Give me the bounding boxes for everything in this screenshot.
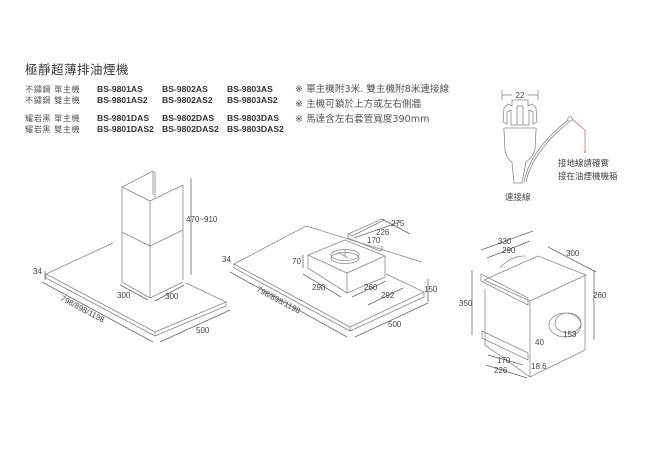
- dim-line: [41, 281, 154, 343]
- dim-thickness: 34: [222, 255, 231, 264]
- model-code: BS-9801DAS2: [97, 124, 154, 134]
- model-code: BS-9803AS2: [227, 95, 278, 105]
- model-row-label: 不鏽鋼 雙主機: [25, 95, 81, 105]
- outlet-vane: [337, 251, 349, 259]
- dim-line: [547, 246, 597, 273]
- dim-line: [381, 218, 411, 235]
- chimney-joint: [121, 229, 184, 247]
- box-front: [484, 289, 531, 378]
- model-code: BS-9801AS: [97, 84, 143, 94]
- dim-line: [154, 284, 185, 302]
- dim-flange: 18.6: [531, 362, 547, 371]
- model-row-label: 耀岩黑 雙主機: [25, 124, 81, 134]
- dim-line: [354, 302, 429, 338]
- model-row-label: 不鏽鋼 單主機: [25, 84, 81, 94]
- ground-ring: [567, 116, 573, 122]
- chimney-upper: [121, 184, 184, 202]
- page-title: 極靜超薄排油煙機: [25, 62, 130, 77]
- cable: [525, 121, 570, 183]
- dim-275: 275: [391, 219, 405, 228]
- flat-hood-drawing: 275 226 170 70 34 290 260 292 150 798/89…: [222, 218, 438, 338]
- dim-length: 798/898/1198: [255, 285, 302, 316]
- ground-point: [584, 151, 586, 153]
- note: ※ 主機可鎖於上方或左右側牆: [295, 99, 422, 110]
- dim-line: [353, 221, 401, 239]
- dim-outlet-offset: 40: [535, 338, 544, 347]
- dim-line: [302, 273, 342, 298]
- model-row-label: 耀岩黑 單主機: [25, 113, 81, 123]
- cable: [523, 119, 569, 183]
- dim-line: [367, 287, 404, 306]
- dim-total-height: 150: [424, 285, 438, 294]
- dim-line: [485, 364, 528, 379]
- dim-depth: 300: [566, 249, 580, 258]
- dim-chimney-height: 470~910: [186, 215, 218, 224]
- hood-plate: [233, 264, 425, 332]
- dim-292: 292: [381, 291, 395, 300]
- dim-depth: 500: [196, 326, 210, 335]
- dim-bottom-226: 226: [494, 366, 508, 375]
- motor-box-drawing: 330 290 300 350 260 153 40 170 226 18.6: [459, 230, 607, 379]
- note: ※ 馬達含左右套管寬度390mm: [295, 114, 430, 125]
- model-code: BS-9802AS: [162, 84, 208, 94]
- dim-outlet-dia: 153: [563, 330, 577, 339]
- dim-line: [487, 354, 524, 366]
- dim-thickness: 34: [33, 267, 42, 276]
- dim-depth: 500: [388, 320, 402, 329]
- flange-bottom: [481, 330, 529, 361]
- dim-line: [480, 230, 534, 251]
- flange-top: [480, 273, 529, 306]
- dim-260: 260: [364, 283, 378, 292]
- dim-length: 798/898/1198: [59, 294, 106, 325]
- dim-height-260: 260: [593, 291, 607, 300]
- chimney-hood-drawing: 470~910 34 300 300 798/898/1198 500: [33, 170, 231, 343]
- notes: ※ 單主機附3米. 雙主機附8米連接線 ※ 主機可鎖於上方或左右側牆 ※ 馬達含…: [295, 82, 449, 127]
- chimney-base: [121, 281, 184, 299]
- plug-head: [502, 99, 538, 126]
- dim-bottom-170: 170: [497, 356, 511, 365]
- plug-body: [503, 127, 537, 184]
- note: ※ 單主機附3米. 雙主機附8米連接線: [295, 84, 450, 95]
- duct-hint: [499, 255, 526, 269]
- dim-box-width: 290: [312, 283, 326, 292]
- model-code: BS-9802AS2: [162, 95, 213, 105]
- side-outlet: [554, 312, 582, 334]
- ground-note-2: 接在油煙機機箱: [558, 171, 618, 181]
- box-top: [483, 255, 588, 302]
- box-side: [529, 275, 586, 378]
- dim-height-350: 350: [459, 299, 473, 308]
- dim-line: [119, 284, 149, 301]
- dim-line: [159, 309, 231, 343]
- dim-line: [351, 280, 387, 298]
- connector-drawing: 22 接地線請確實 接在油煙機機箱 連接線: [501, 90, 618, 202]
- dim-line: [486, 240, 531, 259]
- dim-290: 290: [502, 246, 516, 255]
- dim-170: 170: [367, 236, 381, 245]
- hood-plate-back: [233, 225, 423, 265]
- chimney-top: [121, 170, 154, 195]
- dim-chimney-width: 300: [117, 291, 131, 300]
- model-code: BS-9803DAS2: [227, 124, 284, 134]
- model-code: BS-9802DAS: [162, 113, 215, 123]
- dim-box-height: 70: [292, 257, 301, 266]
- dim-226: 226: [376, 228, 390, 237]
- dim-330: 330: [498, 237, 512, 246]
- hood-plate: [45, 242, 227, 337]
- model-code: BS-9803DAS: [227, 113, 280, 123]
- outlet-ring: [330, 249, 360, 261]
- motor-box-side: [346, 256, 386, 294]
- dim-label-22: 22: [516, 91, 525, 100]
- model-code: BS-9803AS: [227, 84, 273, 94]
- ground-note-1: 接地線請確實: [558, 158, 610, 168]
- motor-box-side: [307, 255, 348, 294]
- model-code: BS-9801AS2: [97, 95, 148, 105]
- dim-line: [229, 271, 348, 338]
- dim-chimney-depth: 300: [165, 292, 179, 301]
- model-code: BS-9801DAS: [97, 113, 150, 123]
- ground-wire: [571, 118, 586, 152]
- bracket: [347, 234, 383, 252]
- model-code: BS-9802DAS2: [162, 124, 219, 134]
- cable-label: 連接線: [505, 192, 531, 202]
